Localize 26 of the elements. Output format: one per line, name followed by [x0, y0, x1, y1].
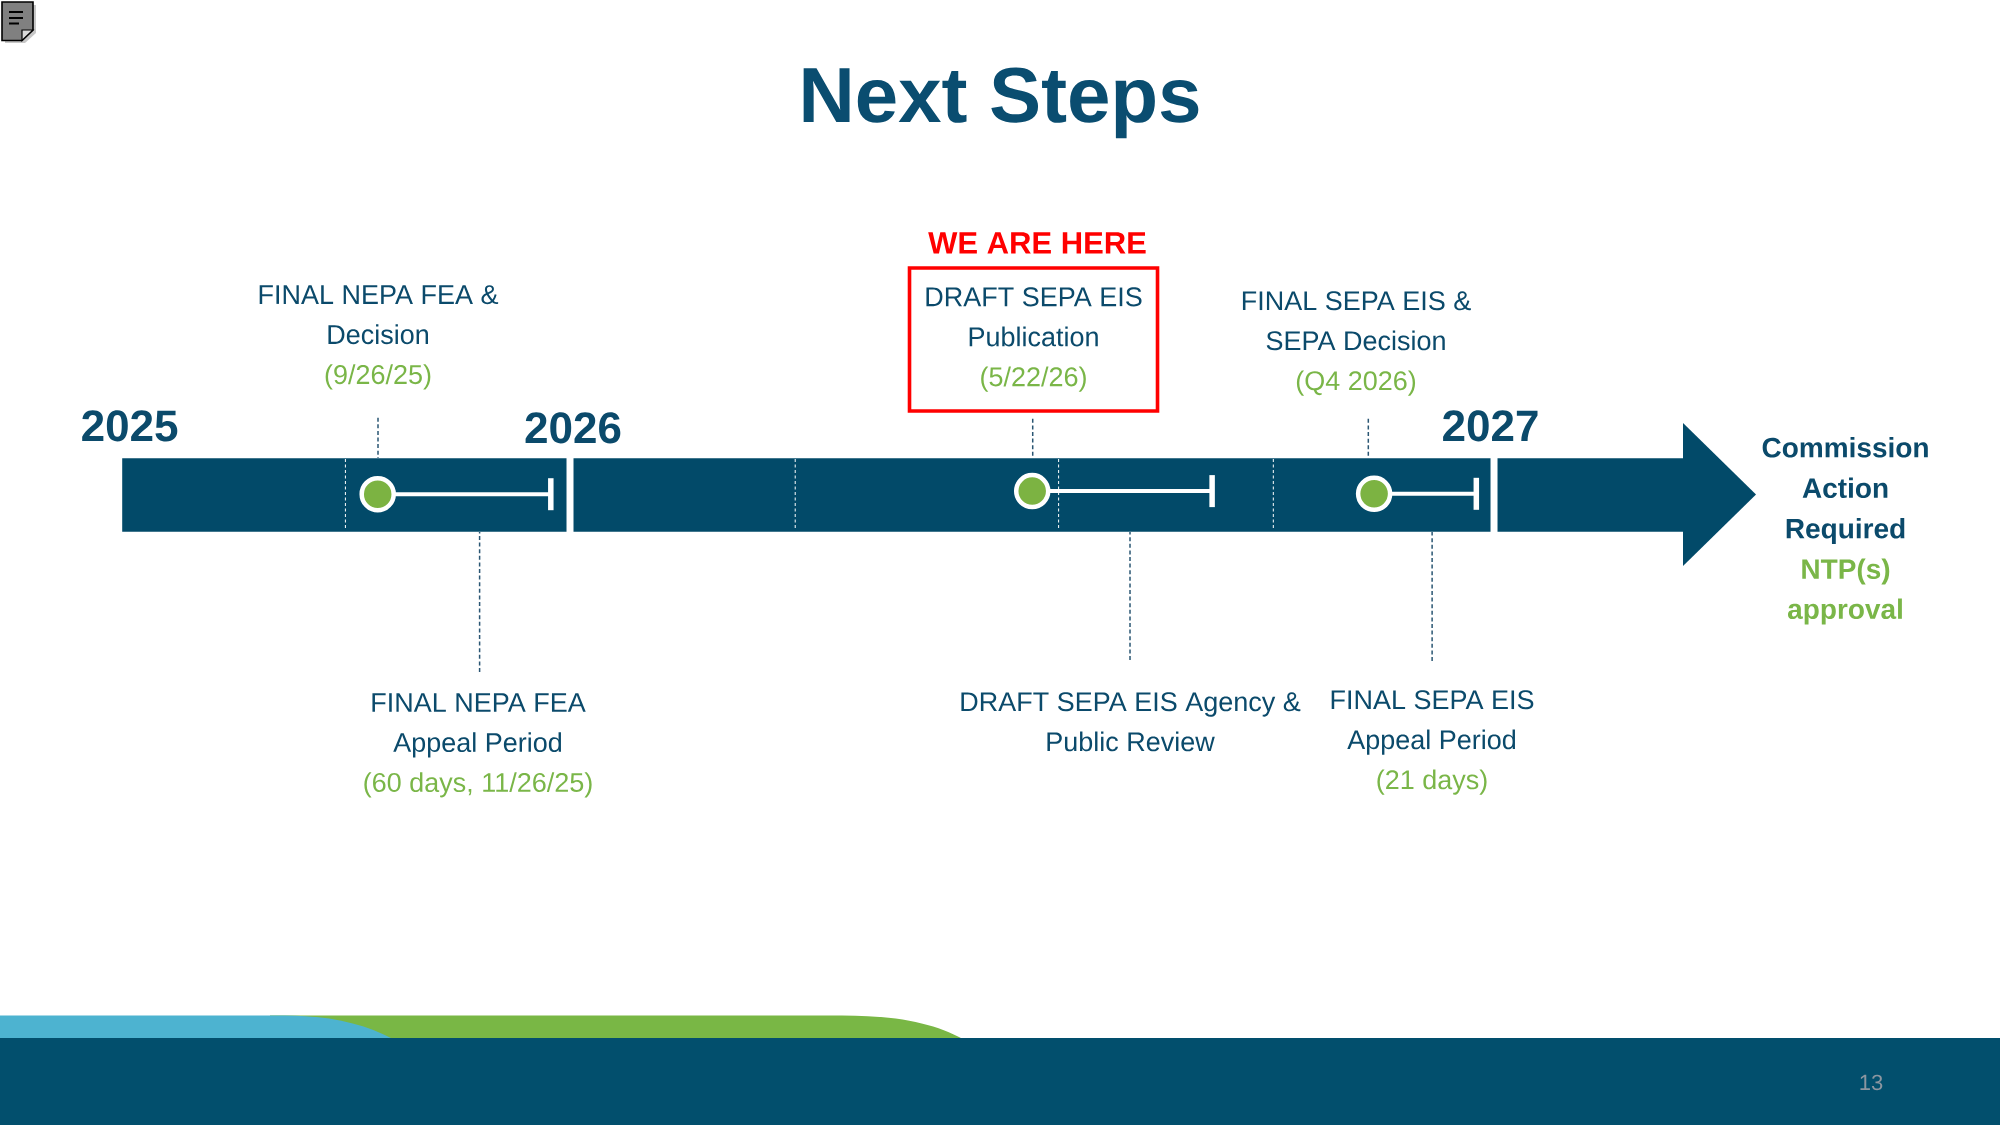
- leader-line: [1431, 531, 1433, 662]
- event-label: FINAL SEPA EIS & SEPA Decision: [1242, 291, 1471, 351]
- year-label: 2027: [1443, 410, 1538, 442]
- year-label: 2025: [82, 410, 178, 442]
- leader-line: [377, 416, 379, 459]
- date-label: (21 days): [1377, 769, 1487, 795]
- leader-line: [478, 531, 481, 673]
- approval-label: NTP(s) approval: [1788, 558, 1902, 625]
- date-label: (5/22/26): [981, 366, 1086, 392]
- callout-label: WE ARE HERE: [928, 232, 1146, 254]
- highlight-box: [907, 266, 1160, 413]
- date-label: (9/26/25): [325, 364, 431, 390]
- year-label: 2026: [525, 412, 621, 444]
- page-number: 13: [1860, 1074, 1883, 1091]
- event-label: DRAFT SEPA EIS Publication: [926, 287, 1142, 347]
- leader-line: [1129, 531, 1131, 661]
- event-label: DRAFT SEPA EIS Agency & Public Review: [961, 692, 1301, 752]
- event-label: FINAL NEPA FEA & Decision: [259, 285, 499, 345]
- action-label: Commission Action Required: [1762, 437, 1928, 545]
- title: Next Steps: [803, 67, 1199, 139]
- leader-line: [1031, 418, 1034, 459]
- event-label: FINAL SEPA EIS Appeal Period: [1331, 690, 1534, 755]
- event-label: FINAL NEPA FEA Appeal Period: [372, 693, 586, 758]
- date-label: (60 days, 11/26/25): [364, 772, 592, 798]
- date-label: (Q4 2026): [1296, 370, 1416, 396]
- leader-line: [1367, 418, 1370, 459]
